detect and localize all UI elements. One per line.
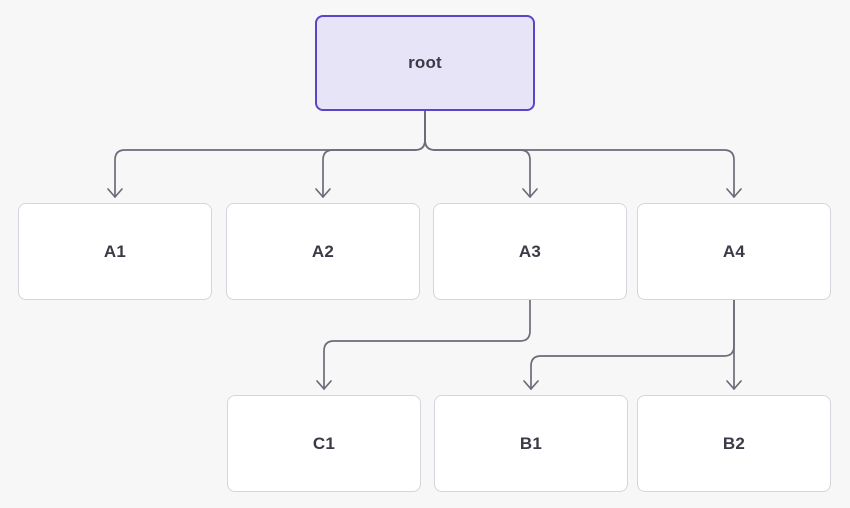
node-c1-label: C1 — [312, 433, 336, 453]
node-b1: B1 — [434, 395, 628, 492]
arrowhead-icon — [315, 188, 331, 198]
node-b2-label: B2 — [722, 433, 746, 453]
node-b1-label: B1 — [519, 433, 543, 453]
edge-root-A2 — [322, 110, 426, 198]
edge-A4-B1 — [530, 299, 735, 390]
node-a3-label: A3 — [518, 241, 542, 261]
arrowhead-icon — [726, 380, 742, 390]
arrowhead-icon — [523, 380, 539, 390]
arrowhead-icon — [316, 380, 332, 390]
node-c1: C1 — [227, 395, 421, 492]
edge-root-A1 — [114, 110, 426, 198]
node-a2-label: A2 — [311, 241, 335, 261]
edge-A3-C1 — [323, 299, 531, 390]
edge-root-A4 — [424, 110, 735, 198]
arrowhead-icon — [726, 188, 742, 198]
node-b2: B2 — [637, 395, 831, 492]
node-a3: A3 — [433, 203, 627, 300]
node-a2: A2 — [226, 203, 420, 300]
node-root: root — [315, 15, 535, 111]
node-a1-label: A1 — [103, 241, 127, 261]
arrowhead-icon — [107, 188, 123, 198]
node-a1: A1 — [18, 203, 212, 300]
node-a4-label: A4 — [722, 241, 746, 261]
arrowhead-icon — [522, 188, 538, 198]
edge-root-A3 — [424, 110, 531, 198]
node-a4: A4 — [637, 203, 831, 300]
node-root-label: root — [408, 53, 442, 72]
